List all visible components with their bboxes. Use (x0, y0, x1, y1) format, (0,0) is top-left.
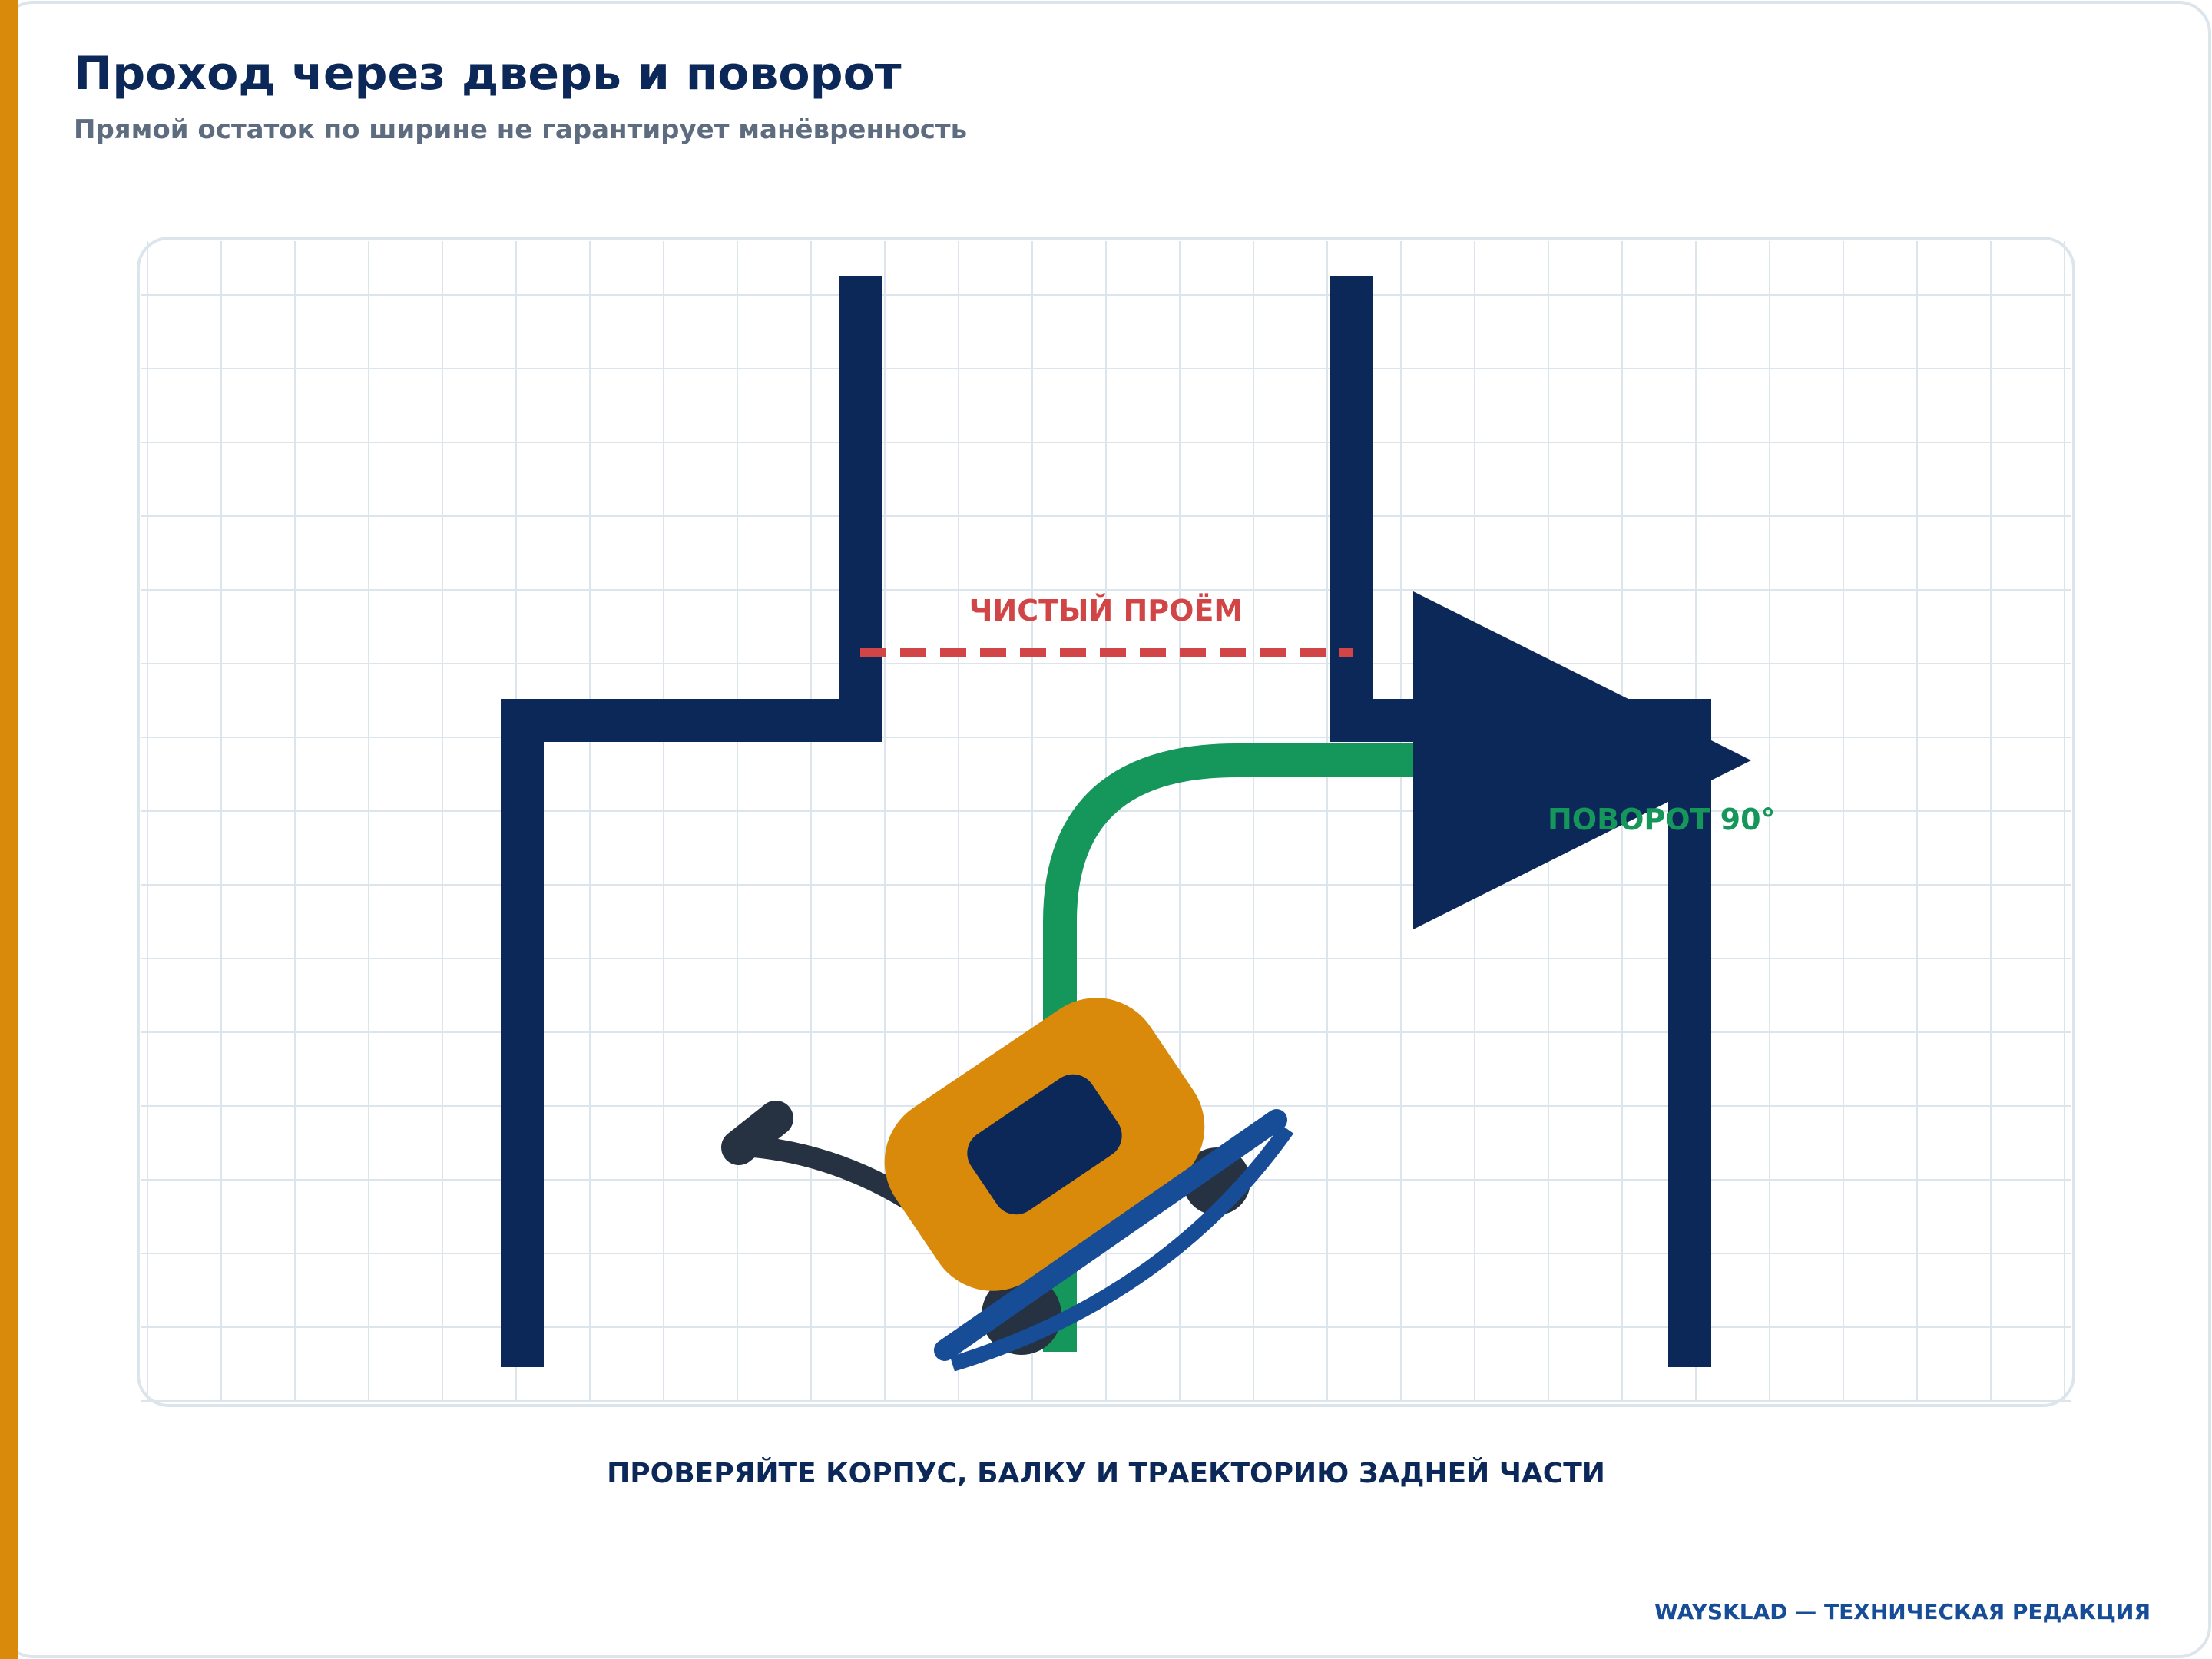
page-subtitle: Прямой остаток по ширине не гарантирует … (74, 114, 967, 145)
diagram-caption: ПРОВЕРЯЙТЕ КОРПУС, БАЛКУ И ТРАЕКТОРИЮ ЗА… (607, 1457, 1605, 1489)
vehicle-body (884, 998, 1205, 1291)
turn-direction-arrow (1413, 591, 1751, 929)
footer-credit: WAYSKLAD — ТЕХНИЧЕСКАЯ РЕДАКЦИЯ (1654, 1599, 2151, 1624)
door-jamb-right (1330, 276, 1373, 742)
page-title: Проход через дверь и поворот (74, 47, 902, 101)
tiller-grip (721, 1101, 793, 1165)
beam-sweep-arc (950, 1124, 1294, 1372)
door-jamb-left (839, 276, 882, 742)
beam (934, 1109, 1287, 1361)
wall-right-vertical (1668, 699, 1711, 1367)
wall-left-horizontal (501, 699, 882, 742)
vehicle-cabin (967, 1074, 1122, 1215)
walls (501, 276, 1711, 1367)
accent-bar (0, 0, 18, 1659)
trajectory-path (1043, 743, 1505, 1352)
clear-opening-label: ЧИСТЫЙ ПРОЁМ (969, 594, 1243, 628)
turn-label: ПОВОРОТ 90° (1548, 803, 1776, 836)
wall-left-vertical (501, 699, 544, 1367)
